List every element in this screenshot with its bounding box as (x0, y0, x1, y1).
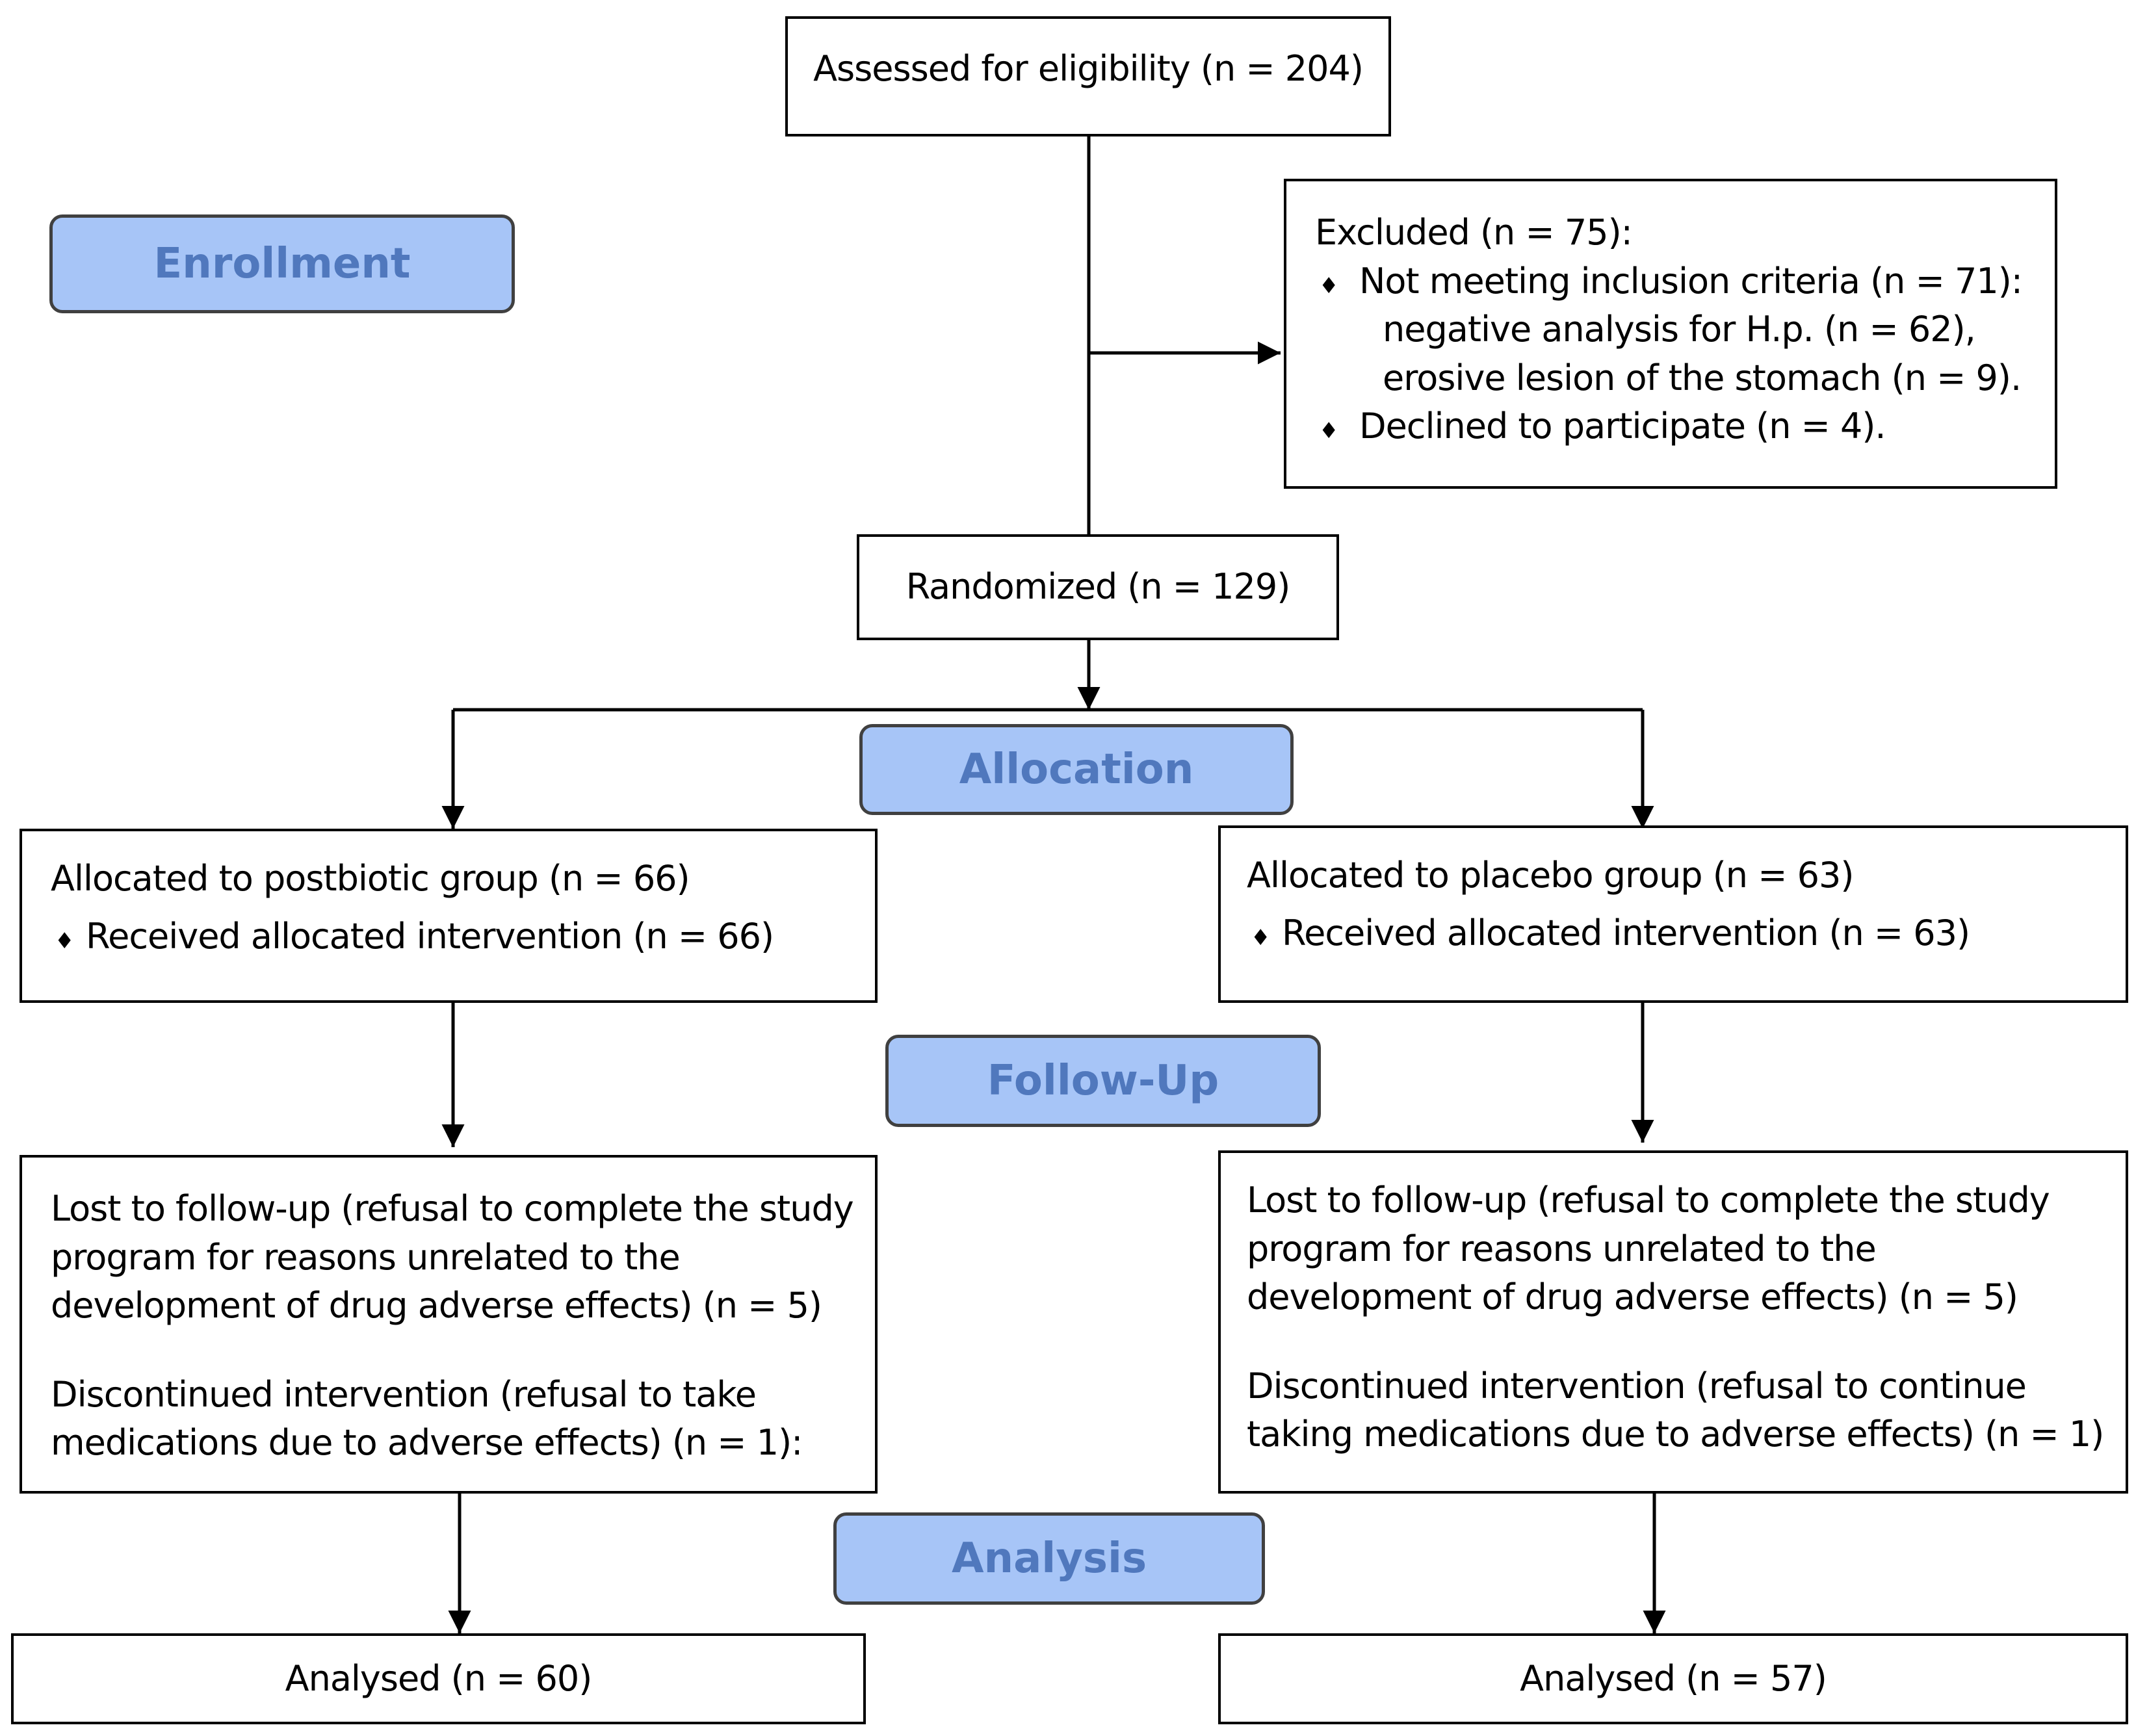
analysis-left-box: Analysed (n = 60) (11, 1633, 866, 1724)
allocation-right-title: Allocated to placebo group (n = 63) (1247, 855, 1854, 896)
excluded-declined-item: ♦ Declined to participate (n = 4). (1315, 402, 2026, 451)
followup-left-box: Lost to follow-up (refusal to complete t… (20, 1155, 878, 1494)
assessed-text: Assessed for eligibility (n = 204) (813, 48, 1364, 89)
allocation-left-box: Allocated to postbiotic group (n = 66) ♦… (20, 829, 878, 1003)
analysis-right-text: Analysed (n = 57) (1520, 1657, 1827, 1699)
excluded-not-meeting-label: Not meeting inclusion criteria (n = 71): (1359, 260, 2023, 302)
stage-follow-up: Follow-Up (885, 1035, 1321, 1127)
bullet-icon: ♦ (1319, 418, 1338, 445)
bullet-icon: ♦ (1251, 924, 1270, 951)
analysis-left-text: Analysed (n = 60) (285, 1657, 593, 1699)
stage-analysis: Analysis (833, 1512, 1265, 1605)
excluded-declined-label: Declined to participate (n = 4). (1359, 406, 1886, 447)
followup-right-box: Lost to follow-up (refusal to complete t… (1218, 1150, 2128, 1494)
excluded-sub-item-erosive: erosive lesion of the stomach (n = 9). (1383, 357, 2022, 398)
allocation-right-box: Allocated to placebo group (n = 63) ♦ Re… (1218, 825, 2128, 1003)
allocation-left-title: Allocated to postbiotic group (n = 66) (51, 858, 690, 899)
allocation-right-received-item: ♦ Received allocated intervention (n = 6… (1247, 909, 2097, 958)
excluded-sub-item-negative: negative analysis for H.p. (n = 62), (1383, 309, 1976, 350)
bullet-icon: ♦ (55, 927, 74, 954)
followup-left-lost: Lost to follow-up (refusal to complete t… (51, 1188, 854, 1327)
allocation-left-received-label: Received allocated intervention (n = 66) (86, 915, 774, 957)
allocation-left-received-item: ♦ Received allocated intervention (n = 6… (51, 913, 846, 961)
excluded-not-meeting-item: ♦ Not meeting inclusion criteria (n = 71… (1315, 257, 2026, 306)
stage-enrollment: Enrollment (49, 214, 515, 313)
randomized-box: Randomized (n = 129) (857, 534, 1339, 640)
followup-right-discontinued: Discontinued intervention (refusal to co… (1247, 1365, 2104, 1455)
stage-allocation: Allocation (859, 724, 1294, 815)
allocation-right-received-label: Received allocated intervention (n = 63) (1282, 912, 1970, 953)
followup-right-lost: Lost to follow-up (refusal to complete t… (1247, 1180, 2050, 1318)
excluded-title: Excluded (n = 75): (1315, 212, 1633, 253)
analysis-right-box: Analysed (n = 57) (1218, 1633, 2128, 1724)
assessed-box: Assessed for eligibility (n = 204) (785, 16, 1391, 136)
randomized-text: Randomized (n = 129) (905, 566, 1291, 608)
followup-left-discontinued: Discontinued intervention (refusal to ta… (51, 1373, 803, 1464)
excluded-box: Excluded (n = 75): ♦ Not meeting inclusi… (1284, 179, 2057, 489)
bullet-icon: ♦ (1319, 272, 1338, 299)
